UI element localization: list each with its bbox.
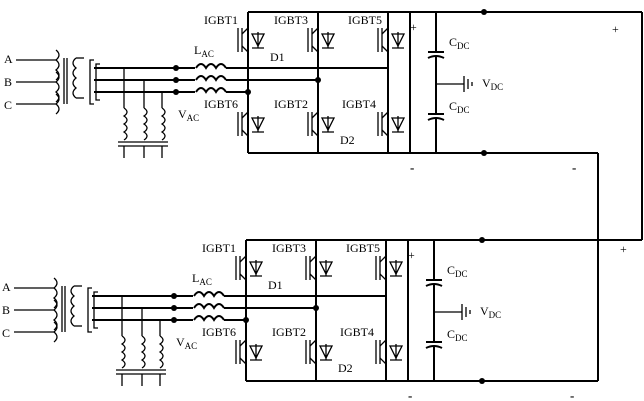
d2-label: D2 (338, 361, 353, 375)
igbt3-label: IGBT3 (274, 13, 308, 27)
d2-label: D2 (340, 133, 355, 147)
cdc-top-label: CDC (449, 35, 470, 51)
phase-label-c: C (2, 326, 10, 340)
plus-sign-small: + (410, 20, 417, 34)
igbt5-label: IGBT5 (346, 241, 380, 255)
plus-sign-right: + (620, 242, 627, 256)
minus-sign-b: - (572, 160, 576, 175)
series-inductor-icon (195, 63, 227, 94)
ground-icon (461, 304, 471, 320)
phase-label-b: B (4, 75, 12, 89)
transformer-icon (54, 49, 100, 115)
ac-node-wires (226, 67, 388, 95)
igbt2-label: IGBT2 (274, 97, 308, 111)
filter-inductors (116, 296, 166, 386)
ground-icon (463, 76, 473, 92)
igbt1-label: IGBT1 (202, 241, 236, 255)
dc-link-capacitor-icons (427, 12, 464, 153)
phase-label-c: C (4, 98, 12, 112)
igbt6-label: IGBT6 (202, 325, 236, 339)
dc-link-capacitor-icons (425, 240, 462, 381)
filter-inductors (118, 68, 168, 158)
igbt1-label: IGBT1 (204, 13, 238, 27)
cdc-bottom-label: CDC (449, 99, 470, 115)
dc-bus (247, 9, 642, 156)
igbt6-label: IGBT6 (204, 97, 238, 111)
igbt4-label: IGBT4 (340, 325, 374, 339)
input-lines (14, 287, 54, 333)
igbt4-label: IGBT4 (342, 97, 376, 111)
phase-label-a: A (2, 280, 11, 294)
vac-label: VAC (176, 335, 197, 351)
phase-label-b: B (2, 303, 10, 317)
plus-sign-small: + (408, 248, 415, 262)
igbt-switch-icons (235, 255, 404, 365)
series-inductor-icon (193, 291, 225, 322)
vac-label: VAC (178, 107, 199, 123)
igbt3-label: IGBT3 (272, 241, 306, 255)
igbt2-label: IGBT2 (272, 325, 306, 339)
dc-link-interconnect (597, 12, 643, 381)
input-lines (16, 59, 56, 105)
phase-label-a: A (4, 52, 13, 66)
vdc-label: VDC (480, 304, 501, 320)
minus-sign-a: - (408, 388, 412, 401)
transformer-icon (52, 277, 98, 343)
plus-sign-right: + (612, 22, 619, 36)
upper-converter: A B C (4, 9, 642, 175)
minus-sign-b: - (570, 388, 574, 401)
ac-node-wires (224, 295, 386, 323)
dc-bus (245, 237, 642, 384)
lower-converter: A B C (2, 237, 642, 401)
cdc-top-label: CDC (447, 263, 468, 279)
igbt-switch-icons (237, 27, 406, 137)
minus-sign-a: - (410, 160, 414, 175)
igbt5-label: IGBT5 (348, 13, 382, 27)
lac-label: LAC (192, 271, 212, 287)
d1-label: D1 (268, 278, 283, 292)
cdc-bottom-label: CDC (447, 327, 468, 343)
d1-label: D1 (270, 50, 285, 64)
vdc-label: VDC (482, 76, 503, 92)
lac-label: LAC (194, 43, 214, 59)
